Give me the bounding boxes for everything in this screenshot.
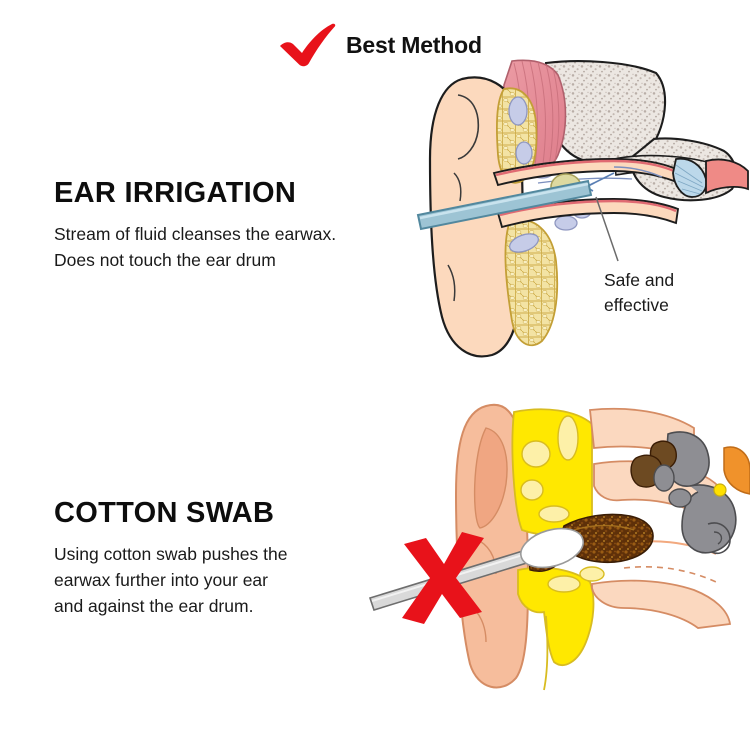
leader-line [595,196,619,262]
section-cotton-swab-text: COTTON SWAB Using cotton swab pushes the… [54,498,287,620]
gland [554,215,578,231]
eustachian-tube [623,565,717,583]
callout-line-1: Safe and [604,270,675,290]
page-title-cotton-swab: COTTON SWAB [54,497,275,529]
callout-line-2: effective [604,295,669,316]
pinna [454,403,530,689]
cochlea-and-ossicles [630,431,750,555]
impacted-earwax [559,513,654,564]
ear-cross-section-irrigation [416,55,750,375]
cartilage-lower [504,203,592,347]
cartilage-lower [517,566,605,691]
gland [515,141,533,165]
safe-effective-callout: Safe and effective [604,268,674,319]
ear-irrigation-line-2: Does not touch the ear drum [54,250,276,271]
cartilage-upper [511,408,593,536]
ear-drum [672,157,708,198]
yellow-marker-dot [713,483,727,497]
best-method-badge: Best Method [278,22,482,68]
cotton-swab-line-1: Using cotton swab pushes the [54,544,288,565]
ear-irrigation-line-1: Stream of fluid cleanses the earwax. [54,224,337,245]
gland [508,96,528,126]
cotton-swab-line-2: earwax further into your ear [54,570,268,591]
page-title-ear-irrigation: EAR IRRIGATION [54,177,297,209]
check-icon [280,23,336,67]
best-method-label: Best Method [346,31,482,58]
cotton-swab-line-3: and against the ear drum. [54,595,254,616]
x-icon [402,532,484,624]
gland [508,233,540,253]
middle-ear-tissue [705,158,749,195]
irrigation-stream [416,179,593,231]
section-ear-irrigation-text: EAR IRRIGATION Stream of fluid cleanses … [54,178,336,274]
cotton-tip [520,527,584,569]
ear-cross-section-cotton-swab [368,398,750,698]
